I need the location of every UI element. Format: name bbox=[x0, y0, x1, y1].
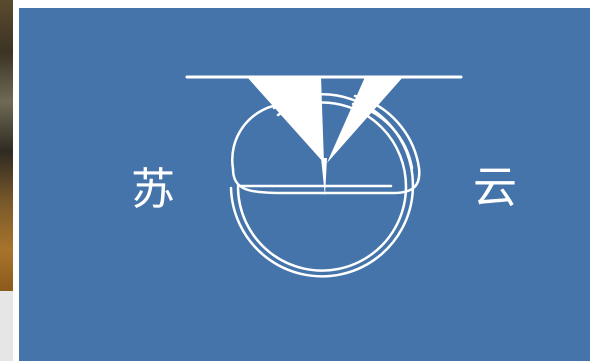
cropped-photo-thumbnail[interactable] bbox=[0, 0, 13, 291]
brand-char-left: 苏 bbox=[131, 164, 175, 215]
ys-logo-mark-icon bbox=[185, 75, 463, 278]
brand-char-right: 云 bbox=[473, 162, 517, 213]
logo-card[interactable]: 苏 云 bbox=[19, 8, 590, 361]
thumbnail-gap bbox=[0, 291, 13, 361]
